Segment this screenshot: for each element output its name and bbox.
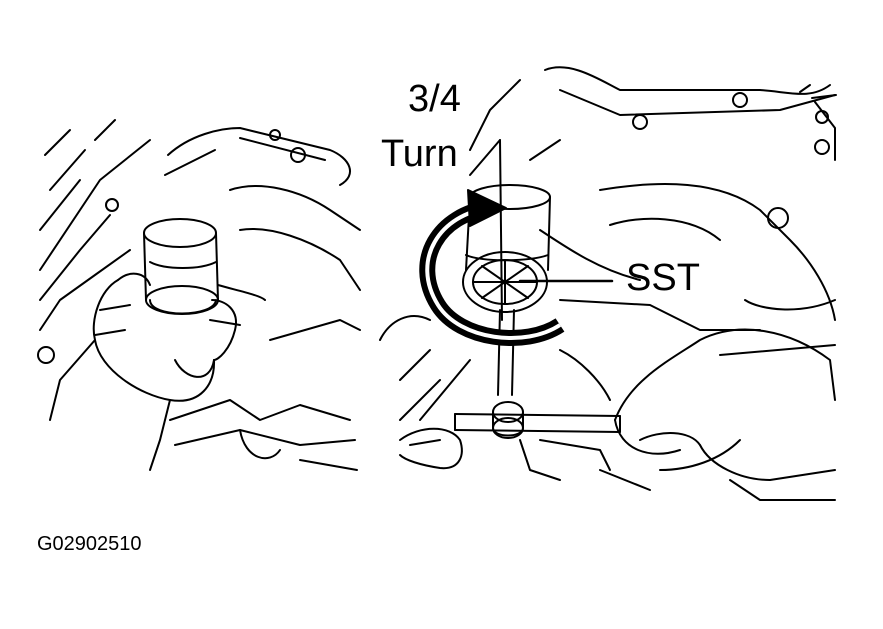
tool-label: SST bbox=[626, 257, 700, 299]
right-panel-illustration bbox=[379, 66, 837, 501]
rotation-amount-label: 3/4 bbox=[408, 78, 461, 120]
axis-line bbox=[499, 139, 503, 321]
figure-id-code: G02902510 bbox=[37, 533, 142, 555]
circular-arrow-icon bbox=[419, 189, 565, 347]
rotation-word-label: Turn bbox=[381, 133, 458, 175]
left-panel-illustration bbox=[37, 119, 361, 471]
